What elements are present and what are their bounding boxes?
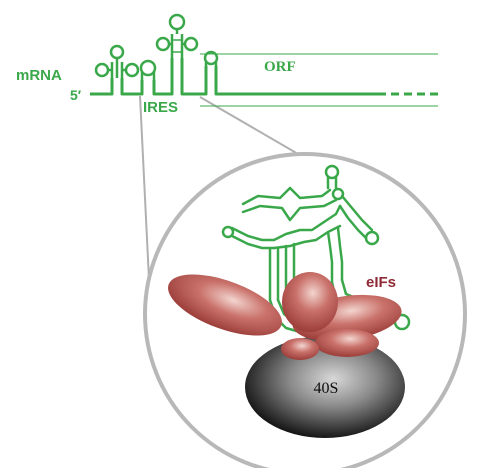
strand-segment-2 [120,78,144,96]
ires-structure-icon [155,13,199,58]
strand-segment-3 [152,58,174,96]
rna-cloverleaf-icon [94,44,140,78]
top-loop [324,164,340,180]
ribosome-40s [245,336,405,438]
top-right-loop [331,187,345,201]
eif-center [282,272,338,332]
five-prime-label: 5′ [70,87,82,103]
eif-bottom-right [315,329,379,357]
left-arm [230,226,276,242]
strand-5prime-segment [90,78,114,96]
eif-factors [168,272,402,360]
top-branch-arm [241,186,332,206]
ribosome-label: 40S [314,380,339,397]
eif-bottom-small [281,338,319,360]
right-loop [364,230,380,246]
eif-left-large [168,274,282,336]
rna-hairpin-icon [203,50,219,66]
strand-segment-main [214,66,378,96]
top-branch-arm-inner [241,198,338,222]
right-arm [340,194,374,232]
strand-segment-4 [180,58,208,96]
mrna-label: mRNA [16,67,62,84]
orf-bounds [200,53,438,107]
eifs-label: eIFs [366,274,396,291]
mrna-strand [90,58,438,96]
ires-label: IRES [143,99,178,116]
orf-label: ORF [264,59,296,75]
zoom-line-left [139,95,151,301]
left-loop [221,225,235,239]
rna-hairpin-icon [139,59,157,80]
